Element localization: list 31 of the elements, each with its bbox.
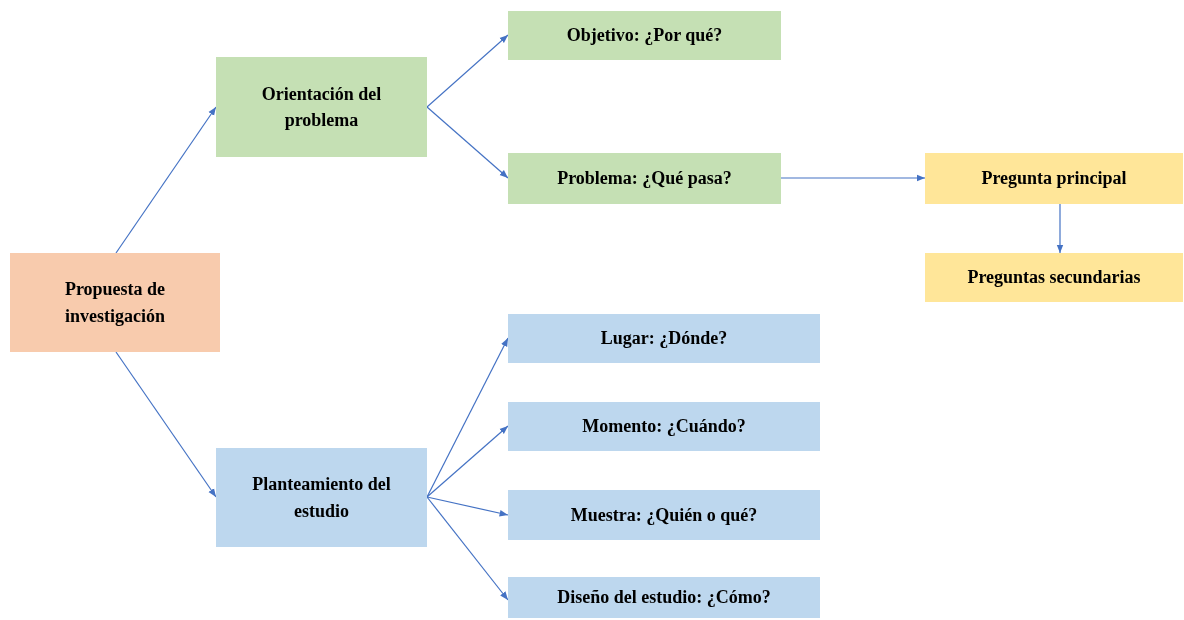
arrow [426, 425, 509, 498]
arrow [1056, 203, 1064, 254]
process-box [508, 314, 820, 363]
process-box [925, 153, 1183, 204]
arrow [780, 174, 926, 182]
process-box [216, 57, 427, 157]
arrow [426, 496, 509, 517]
arrow [426, 34, 509, 108]
process-box [508, 153, 781, 204]
arrow [115, 351, 217, 498]
box-label: Propuesta de investigación [63, 278, 167, 328]
box-label: Objetivo: ¿Por qué? [566, 24, 723, 48]
box-label: Pregunta principal [981, 167, 1127, 191]
process-box [508, 402, 820, 451]
box-label: Orientación del problema [260, 82, 383, 132]
box-label: Lugar: ¿Dónde? [600, 327, 728, 351]
box-label: Momento: ¿Cuándo? [582, 415, 746, 439]
process-box [925, 253, 1183, 302]
box-label: Planteamiento del estudio [251, 473, 392, 523]
box-label: Diseño del estudio: ¿Cómo? [557, 586, 771, 610]
process-box [508, 490, 820, 540]
process-box [508, 11, 781, 60]
box-label: Preguntas secundarias [967, 266, 1141, 290]
arrow [426, 496, 509, 601]
arrow [426, 106, 509, 179]
process-box [10, 253, 220, 352]
process-box [216, 448, 427, 547]
process-box [508, 577, 820, 618]
box-label: Problema: ¿Qué pasa? [557, 167, 732, 191]
box-label: Muestra: ¿Quién o qué? [570, 503, 758, 527]
arrow [115, 106, 217, 254]
